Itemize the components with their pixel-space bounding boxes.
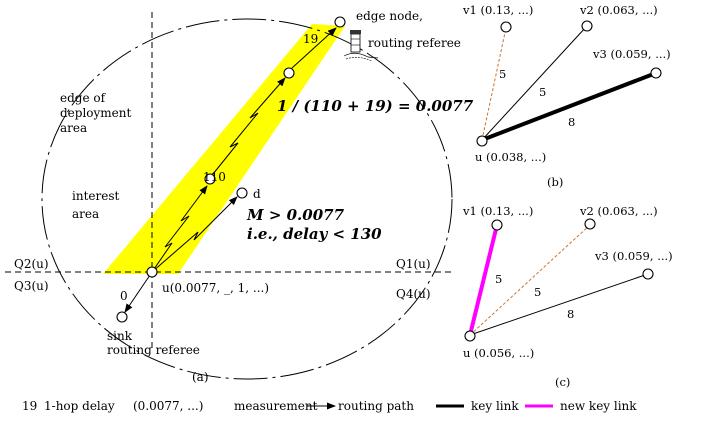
v1-label: v1 (0.13, ...) (462, 3, 533, 17)
link-u-v2 (481, 26, 587, 141)
formula-text: 1 / (110 + 19) = 0.0077 (277, 97, 474, 115)
condition-line-1: M > 0.0077 (246, 206, 345, 224)
panel-c: v1 (0.13, ...) v2 (0.063, ...) v3 (0.059… (462, 204, 673, 389)
deployment-boundary (41, 18, 453, 380)
q1-label: Q1(u) (396, 257, 431, 271)
node-sink (116, 311, 128, 323)
caption-a: (a) (192, 370, 209, 384)
v3-label: v3 (0.059, ...) (594, 249, 673, 263)
u-label: u (0.056, ...) (463, 346, 534, 360)
node-relay-1 (204, 173, 216, 185)
v2-label: v2 (0.063, ...) (579, 204, 658, 218)
edge-node-label-2: routing referee (368, 36, 461, 50)
node-v2 (584, 218, 596, 230)
node-u (464, 330, 476, 342)
key-link-u-v3 (481, 71, 657, 142)
v1-label: v1 (0.13, ...) (462, 204, 533, 218)
node-u (146, 266, 158, 278)
hop-delay-110: 110 (203, 170, 226, 184)
node-relay-2 (283, 67, 295, 79)
legend-measure-text: measurement (234, 399, 318, 413)
legend-hop-text: 1-hop delay (44, 399, 115, 413)
edge-node-label-1: edge node, (356, 9, 423, 23)
legend-key-link-text: key link (471, 399, 519, 413)
legend-hop-num: 19 (22, 399, 37, 413)
routing-path-segment-1 (151, 185, 208, 273)
condition-line-2: i.e., delay < 130 (247, 225, 382, 243)
link-u-v2 (469, 224, 591, 336)
sink-hop-label: 0 (120, 289, 128, 303)
q3-label: Q3(u) (14, 279, 49, 293)
caption-b: (b) (547, 175, 563, 189)
routing-path-segment-3 (291, 27, 337, 69)
new-key-link-u-v1 (468, 224, 499, 336)
legend: 19 1-hop delay (0.0077, ...) measurement… (22, 399, 637, 413)
v2-label: v2 (0.063, ...) (579, 3, 658, 17)
legend-routing-text: routing path (338, 399, 414, 413)
node-edge (334, 16, 346, 28)
panel-a: edge node, routing referee 19 edge of de… (5, 9, 474, 384)
legend-measure-value: (0.0077, ...) (133, 399, 203, 413)
interest-area-1: interest (72, 189, 119, 203)
legend-new-key-link-text: new key link (560, 399, 637, 413)
weight-v2: 5 (539, 85, 546, 99)
weight-v1: 5 (495, 272, 502, 286)
hop-delay-19: 19 (303, 32, 318, 46)
edge-of-area-1: edge of (60, 91, 107, 105)
panel-b: v1 (0.13, ...) v2 (0.063, ...) v3 (0.059… (462, 3, 671, 189)
node-v3 (650, 67, 662, 79)
node-v3 (642, 268, 654, 280)
routing-path-to-d (151, 196, 238, 273)
v3-label: v3 (0.059, ...) (592, 47, 671, 61)
edge-of-area-2: deployment (60, 106, 132, 120)
node-v2 (581, 20, 593, 32)
node-d (236, 187, 248, 199)
u-label: u(0.0077, _, 1, ...) (162, 281, 269, 295)
d-label: d (253, 187, 261, 201)
q2-label: Q2(u) (14, 257, 49, 271)
lighthouse-icon (343, 30, 379, 62)
highlight-region (103, 24, 345, 274)
q4-label: Q4(u) (396, 287, 431, 301)
routing-path-to-sink (124, 274, 151, 313)
node-v1 (491, 219, 503, 231)
weight-v3: 8 (568, 115, 575, 129)
weight-v3: 8 (567, 307, 574, 321)
weight-v1: 5 (499, 67, 506, 81)
node-u (476, 135, 488, 147)
routing-path-segment-2 (212, 77, 286, 175)
caption-c: (c) (555, 375, 570, 389)
link-u-v1 (481, 27, 507, 141)
node-v1 (500, 21, 512, 33)
sink-label-2: routing referee (107, 343, 200, 357)
edge-of-area-3: area (60, 121, 87, 135)
weight-v2: 5 (534, 285, 541, 299)
interest-area-2: area (72, 207, 99, 221)
link-u-v3 (469, 273, 649, 336)
u-label: u (0.038, ...) (475, 150, 546, 164)
sink-label-1: sink (107, 329, 133, 343)
